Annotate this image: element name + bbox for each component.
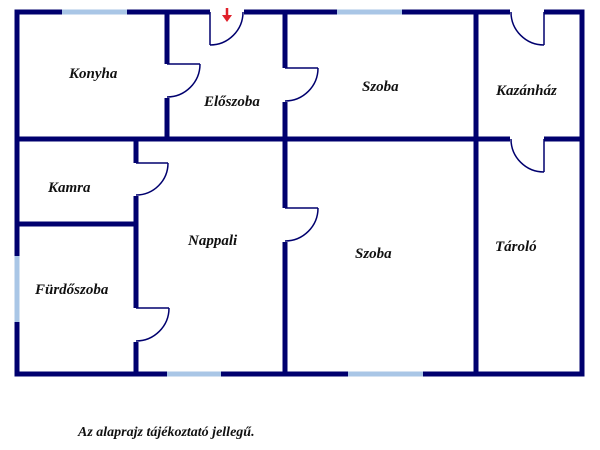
door-boiler-storage	[510, 135, 545, 173]
door-kitchen-hall	[163, 63, 201, 98]
room-label-furdoszoba: Fürdőszoba	[34, 282, 109, 298]
doors	[132, 8, 545, 342]
room-label-kamra: Kamra	[47, 180, 91, 196]
room-label-tarolo: Tároló	[495, 239, 537, 255]
door-boiler-top	[510, 8, 545, 46]
door-pantry-living	[132, 162, 169, 196]
entrance-arrow-icon	[222, 8, 232, 22]
room-label-nappali: Nappali	[187, 233, 238, 249]
door-hall-room	[281, 67, 319, 102]
windows	[14, 9, 423, 377]
room-label-szoba-bottom: Szoba	[355, 246, 392, 262]
room-label-konyha: Konyha	[68, 66, 118, 82]
outer-wall	[14, 9, 585, 377]
room-label-kazanhaz: Kazánház	[495, 83, 557, 99]
room-label-eloszoba: Előszoba	[203, 94, 260, 110]
door-bathroom-living	[132, 307, 170, 342]
room-label-szoba-top: Szoba	[362, 79, 399, 95]
door-living-room	[281, 207, 319, 242]
disclaimer-note: Az alaprajz tájékoztató jellegű.	[78, 425, 255, 440]
room-labels: Konyha Előszoba Szoba Kazánház Kamra Nap…	[34, 66, 557, 298]
